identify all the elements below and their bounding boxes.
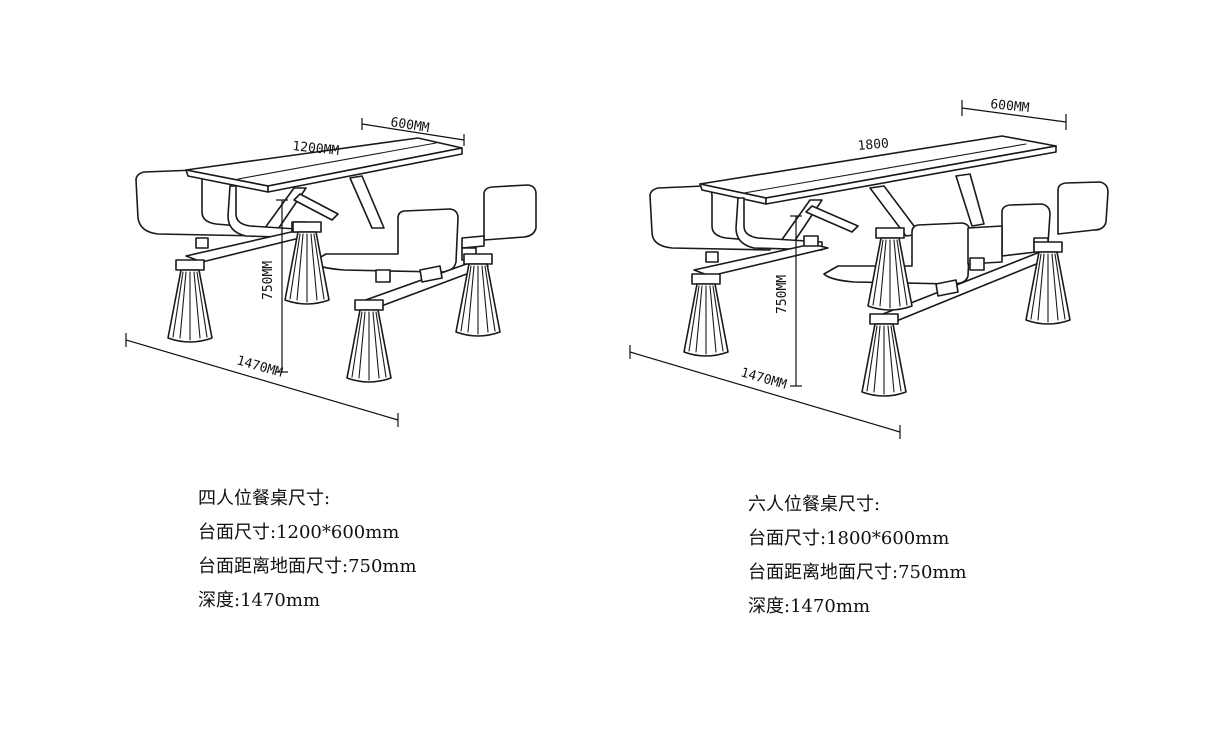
spec-value: 750mm: [348, 556, 417, 577]
four-seat-table-drawing: 600MM 1200MM 750MM 1470MM: [125, 115, 537, 427]
six-seat-spec-line: 台面距离地面尺寸:750mm: [748, 556, 967, 590]
spec-label: 台面尺寸:: [198, 522, 277, 543]
spec-value: 1470mm: [790, 596, 871, 617]
spec-label: 深度:: [748, 596, 791, 617]
six-seat-depth-label: 1470MM: [739, 365, 788, 392]
four-seat-depth-label: 1470MM: [235, 353, 284, 380]
four-seat-spec-line: 深度:1470mm: [198, 584, 417, 618]
four-seat-spec-line: 台面距离地面尺寸:750mm: [198, 550, 417, 584]
six-seat-width-label: 600MM: [990, 97, 1031, 116]
six-seat-spec-line: 深度:1470mm: [748, 590, 967, 624]
spec-value: 1800*600mm: [826, 528, 950, 549]
spec-value: 750mm: [898, 562, 967, 583]
four-seat-width-label: 600MM: [389, 115, 430, 136]
spec-value: 1470mm: [240, 590, 321, 611]
six-seat-length-label: 1800: [857, 136, 890, 154]
four-seat-spec-block: 四人位餐桌尺寸: 台面尺寸:1200*600mm 台面距离地面尺寸:750mm …: [198, 482, 417, 618]
spec-label: 深度:: [198, 590, 241, 611]
six-seat-spec-block: 六人位餐桌尺寸: 台面尺寸:1800*600mm 台面距离地面尺寸:750mm …: [748, 488, 967, 624]
spec-label: 台面距离地面尺寸:: [198, 556, 349, 577]
six-seat-height-label: 750MM: [775, 275, 790, 314]
six-seat-spec-title: 六人位餐桌尺寸:: [748, 494, 881, 515]
four-seat-spec-line: 台面尺寸:1200*600mm: [198, 516, 417, 550]
four-seat-length-label: 1200MM: [292, 139, 340, 159]
spec-label: 台面距离地面尺寸:: [748, 562, 899, 583]
four-seat-spec-title: 四人位餐桌尺寸:: [198, 488, 331, 509]
six-seat-spec-line: 台面尺寸:1800*600mm: [748, 522, 967, 556]
six-seat-table-drawing: 600MM 1800 750MM 1470MM: [629, 97, 1109, 439]
spec-label: 台面尺寸:: [748, 528, 827, 549]
spec-value: 1200*600mm: [276, 522, 400, 543]
four-seat-height-label: 750MM: [261, 261, 276, 300]
